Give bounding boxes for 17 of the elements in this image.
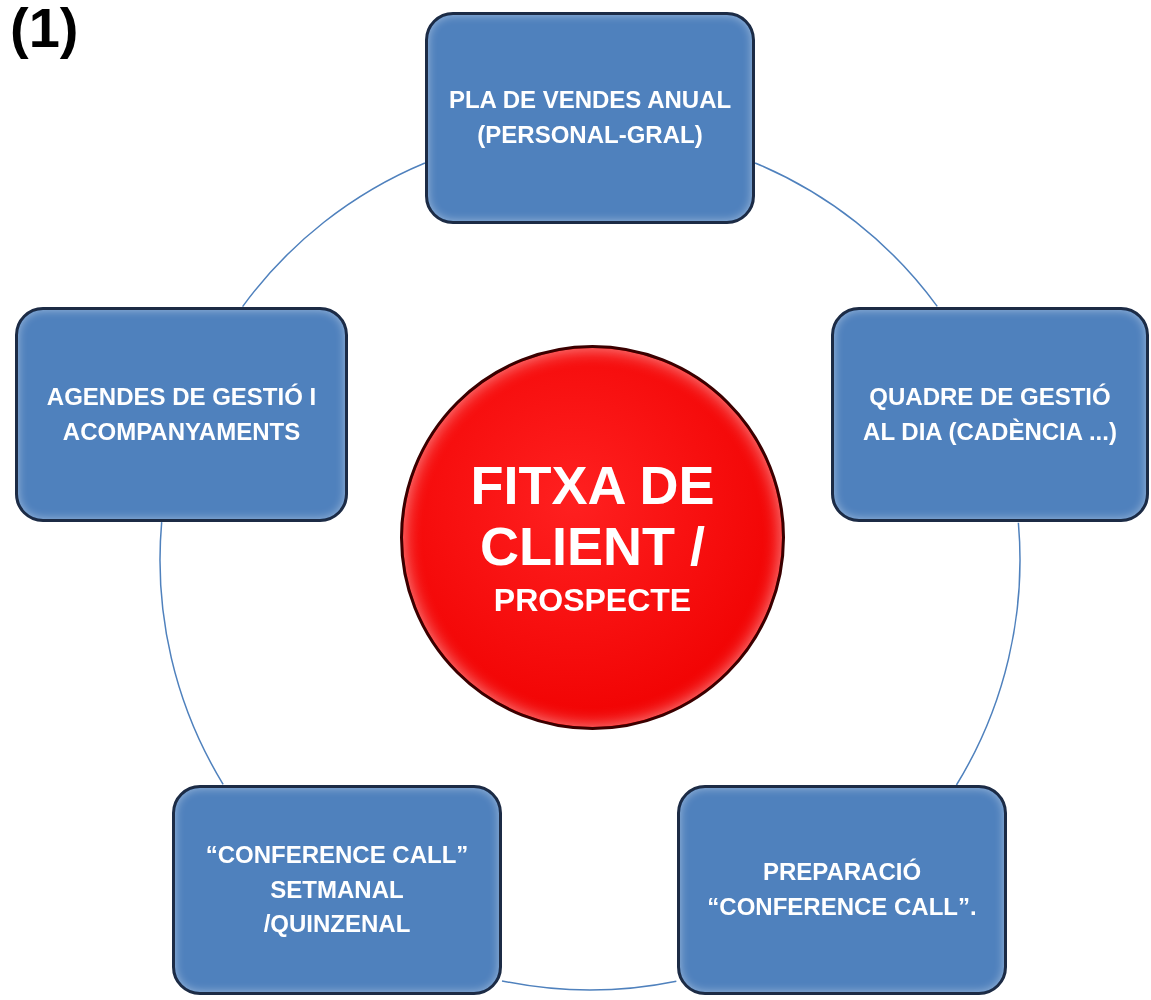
process-box bbox=[172, 785, 502, 995]
box-label: AGENDES DE GESTIÓ I ACOMPANYAMENTS bbox=[45, 381, 318, 447]
ring-connector bbox=[955, 521, 1021, 786]
ring-connector bbox=[754, 162, 938, 308]
ring-connector bbox=[159, 521, 224, 786]
process-box bbox=[425, 12, 755, 224]
ring-connector bbox=[501, 980, 678, 991]
box-label: PLA DE VENDES ANUAL (PERSONAL-GRAL) bbox=[448, 85, 732, 150]
ring-connector bbox=[241, 162, 426, 308]
box-label: “CONFERENCE CALL” SETMANAL /QUINZENAL bbox=[204, 839, 470, 940]
process-box bbox=[15, 307, 348, 522]
center-title: FITXA DE CLIENT / bbox=[469, 455, 716, 576]
box-label: QUADRE DE GESTIÓ AL DIA (CADÈNCIA ...) bbox=[862, 381, 1118, 447]
process-box bbox=[677, 785, 1007, 995]
process-box bbox=[831, 307, 1149, 522]
center-subtitle: PROSPECTE bbox=[493, 580, 692, 620]
box-label: PREPARACIÓ “CONFERENCE CALL”. bbox=[706, 857, 978, 922]
